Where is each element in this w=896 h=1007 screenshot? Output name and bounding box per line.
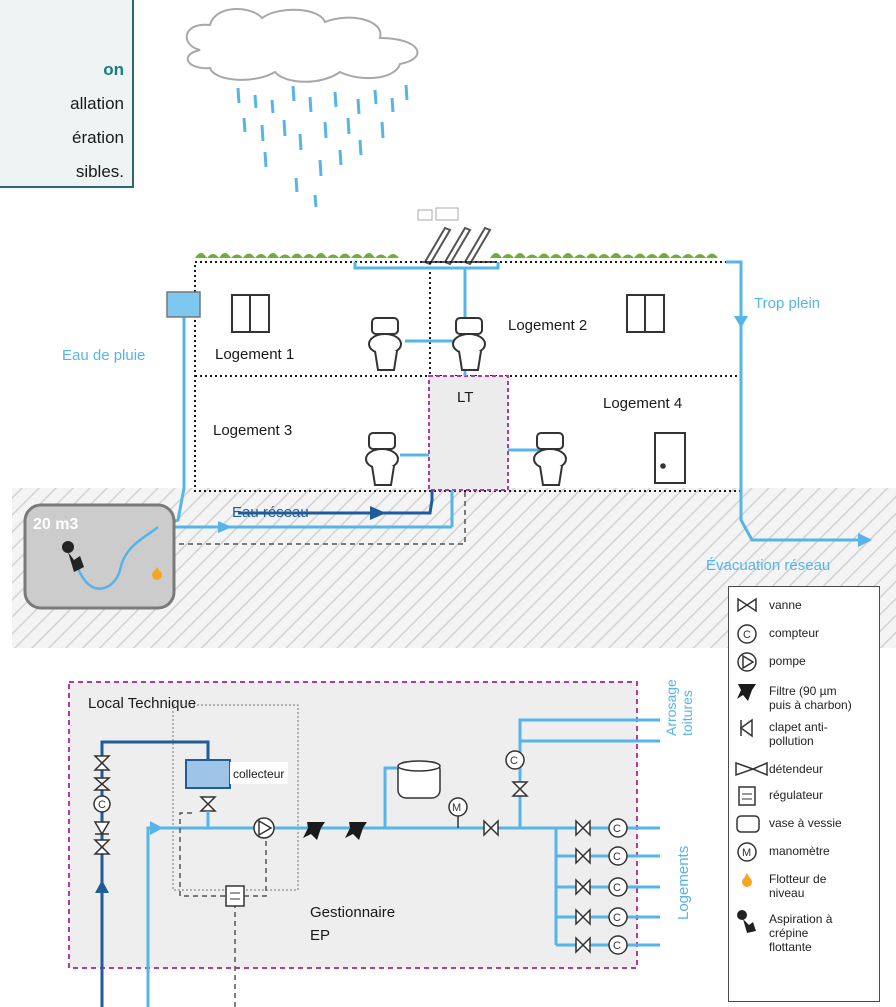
pump-icon	[253, 817, 275, 839]
legend-item-regulator: régulateur	[729, 785, 879, 807]
collector-tank	[185, 759, 231, 789]
manometer-icon: M	[737, 842, 757, 862]
label-network-water: Eau réseau	[232, 504, 309, 521]
svg-text:M: M	[452, 802, 461, 814]
manometer-icon: M	[448, 797, 468, 828]
valve-icon	[483, 819, 499, 837]
room-label-logement-2: Logement 2	[508, 317, 587, 334]
callout-line-4: sibles.	[75, 162, 124, 181]
network-water-arrow	[370, 506, 386, 520]
svg-text:C: C	[613, 912, 621, 924]
float-icon	[152, 567, 162, 580]
valve-icon	[93, 755, 111, 855]
label-rainwater: Eau de pluie	[62, 347, 145, 364]
svg-text:M: M	[742, 847, 751, 859]
meter-icon: C	[737, 624, 757, 644]
svg-text:C: C	[98, 799, 106, 811]
technical-room-box	[428, 375, 509, 491]
legend-item-valve: vanne	[729, 595, 879, 617]
svg-text:C: C	[743, 629, 751, 641]
manager-ep-line2: EP	[310, 927, 330, 944]
roof-watering-line2: toitures	[679, 690, 695, 736]
valve-icon	[199, 796, 217, 812]
regulator-icon	[225, 885, 245, 907]
svg-text:C: C	[510, 755, 518, 767]
filter-icon	[303, 822, 367, 840]
collector-label-bg	[230, 762, 288, 784]
rainwater-downpipe-head	[166, 291, 201, 318]
green-roof	[195, 253, 718, 258]
roof-watering-line1: Arrosage	[663, 679, 679, 736]
suction-strainer-icon	[737, 910, 756, 933]
svg-text:C: C	[613, 851, 621, 863]
legend-item-pressure-reducer: détendeur	[729, 759, 879, 781]
local-technique-title: Local Technique	[88, 695, 196, 712]
rain-cloud	[185, 7, 419, 83]
meter-icon: C	[93, 795, 111, 813]
callout-line-3: ération	[72, 128, 124, 147]
door-icon	[654, 432, 686, 484]
info-callout: on allation ération sibles.	[0, 0, 134, 188]
valve-icon	[737, 597, 757, 613]
collector-label: collecteur	[233, 767, 284, 781]
bladder-tank-icon	[397, 760, 441, 799]
svg-text:C: C	[613, 823, 621, 835]
rain-drops	[236, 84, 409, 208]
rainwater-tank	[23, 503, 176, 610]
toilet-icon	[365, 317, 567, 486]
check-valve-icon	[739, 718, 753, 738]
label-network-drain: Évacuation réseau	[706, 557, 830, 574]
network-supply-pipe	[100, 740, 210, 1007]
main-inlet-arrow	[150, 821, 163, 835]
control-wires	[179, 812, 267, 1007]
drain-arrow	[858, 533, 872, 547]
solar-panels	[417, 207, 496, 266]
rainwater-inflow-arrow	[218, 521, 232, 533]
tank-volume-label: 20 m3	[33, 516, 78, 533]
legend-item-check-valve: clapet anti-pollution	[729, 717, 879, 749]
pressure-reducer-icon	[735, 761, 768, 777]
room-label-logement-3: Logement 3	[213, 422, 292, 439]
float-icon	[742, 873, 752, 887]
legend-item-meter: C compteur	[729, 623, 879, 645]
technical-room-label: LT	[457, 389, 473, 406]
regulator-icon	[738, 786, 756, 806]
meter-icon: C	[505, 750, 525, 770]
svg-text:C: C	[613, 940, 621, 952]
window-icon	[231, 294, 665, 333]
bladder-tank-icon	[736, 815, 760, 833]
room-label-logement-4: Logement 4	[603, 395, 682, 412]
callout-line-1: on	[103, 60, 124, 79]
overflow-arrow	[734, 316, 748, 328]
network-supply-arrow	[95, 880, 109, 893]
legend-item-pump: pompe	[729, 651, 879, 673]
floating-hose	[76, 526, 159, 590]
suction-strainer-icon	[62, 541, 84, 572]
legend-item-manometer: M manomètre	[729, 841, 879, 863]
legend-item-bladder-tank: vase à vessie	[729, 813, 879, 835]
manager-ep-line1: Gestionnaire	[310, 904, 395, 921]
valve-icon	[511, 781, 529, 797]
housing-branch-fittings: C C C C C	[575, 818, 628, 955]
room-label-logement-1: Logement 1	[215, 346, 294, 363]
check-valve-icon	[93, 821, 111, 836]
callout-line-2: allation	[70, 94, 124, 113]
pump-icon	[737, 652, 757, 672]
label-overflow: Trop plein	[754, 295, 820, 312]
pressure-reducer-icon	[92, 777, 112, 791]
housing-label: Logements	[675, 846, 692, 920]
svg-text:C: C	[613, 882, 621, 894]
filter-icon	[737, 684, 756, 701]
